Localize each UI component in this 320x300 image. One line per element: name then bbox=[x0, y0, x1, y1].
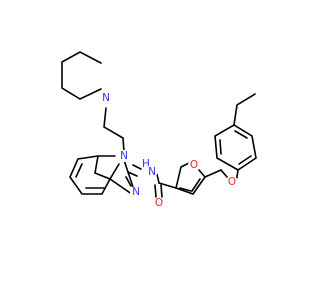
c2-nh-bond bbox=[132, 164, 142, 170]
atom-background bbox=[146, 165, 158, 177]
atom-background bbox=[188, 159, 200, 171]
furan-ch2-bond bbox=[204, 169, 222, 178]
atom-label: N bbox=[148, 166, 156, 178]
imidazole-ring bbox=[94, 155, 120, 180]
chemical-structure-diagram: N N N H N O O O bbox=[0, 0, 300, 300]
ethylene-linker bbox=[103, 107, 125, 153]
atom-background bbox=[130, 186, 142, 198]
bond-layer bbox=[61, 51, 257, 198]
atom-background bbox=[153, 197, 165, 209]
atom-background bbox=[118, 150, 130, 162]
c2-n3-bond bbox=[127, 171, 138, 177]
aryl-inner-bond-3 bbox=[238, 155, 252, 165]
atom-background bbox=[100, 92, 112, 104]
benzene-ring-fused bbox=[69, 155, 111, 195]
atom-label: O bbox=[190, 159, 198, 171]
atom-label: O bbox=[155, 197, 163, 209]
carbonyl-double-bond-b bbox=[160, 184, 163, 198]
diagram-background bbox=[0, 0, 300, 300]
piperidine-ring bbox=[61, 51, 102, 100]
atom-label: N bbox=[120, 150, 128, 162]
furan-ring bbox=[175, 162, 207, 195]
atom-label: H bbox=[142, 158, 150, 170]
ethyl-substituent bbox=[233, 93, 256, 126]
benzene-inner-bond-2 bbox=[75, 163, 83, 178]
atom-background bbox=[226, 176, 238, 188]
c2-n1-bond bbox=[123, 159, 129, 173]
furan-inner-bond-1 bbox=[179, 187, 192, 192]
atom-label: O bbox=[228, 176, 236, 188]
aryl-inner-bond-1 bbox=[219, 139, 222, 155]
ch2-ether-bond bbox=[220, 169, 228, 178]
aryl-inner-bond-2 bbox=[234, 130, 248, 139]
atom-label: N bbox=[132, 186, 140, 198]
furan-inner-bond-2 bbox=[191, 178, 201, 192]
carbonyl-double-bond-a bbox=[154, 184, 157, 198]
c2-n3-ring bbox=[127, 171, 134, 188]
atom-label: N bbox=[102, 92, 110, 104]
atom-layer: N N N H N O O O bbox=[100, 92, 238, 209]
carbonyl-carbon-to-furan bbox=[158, 182, 177, 189]
imidazole-double-bond bbox=[125, 176, 132, 187]
